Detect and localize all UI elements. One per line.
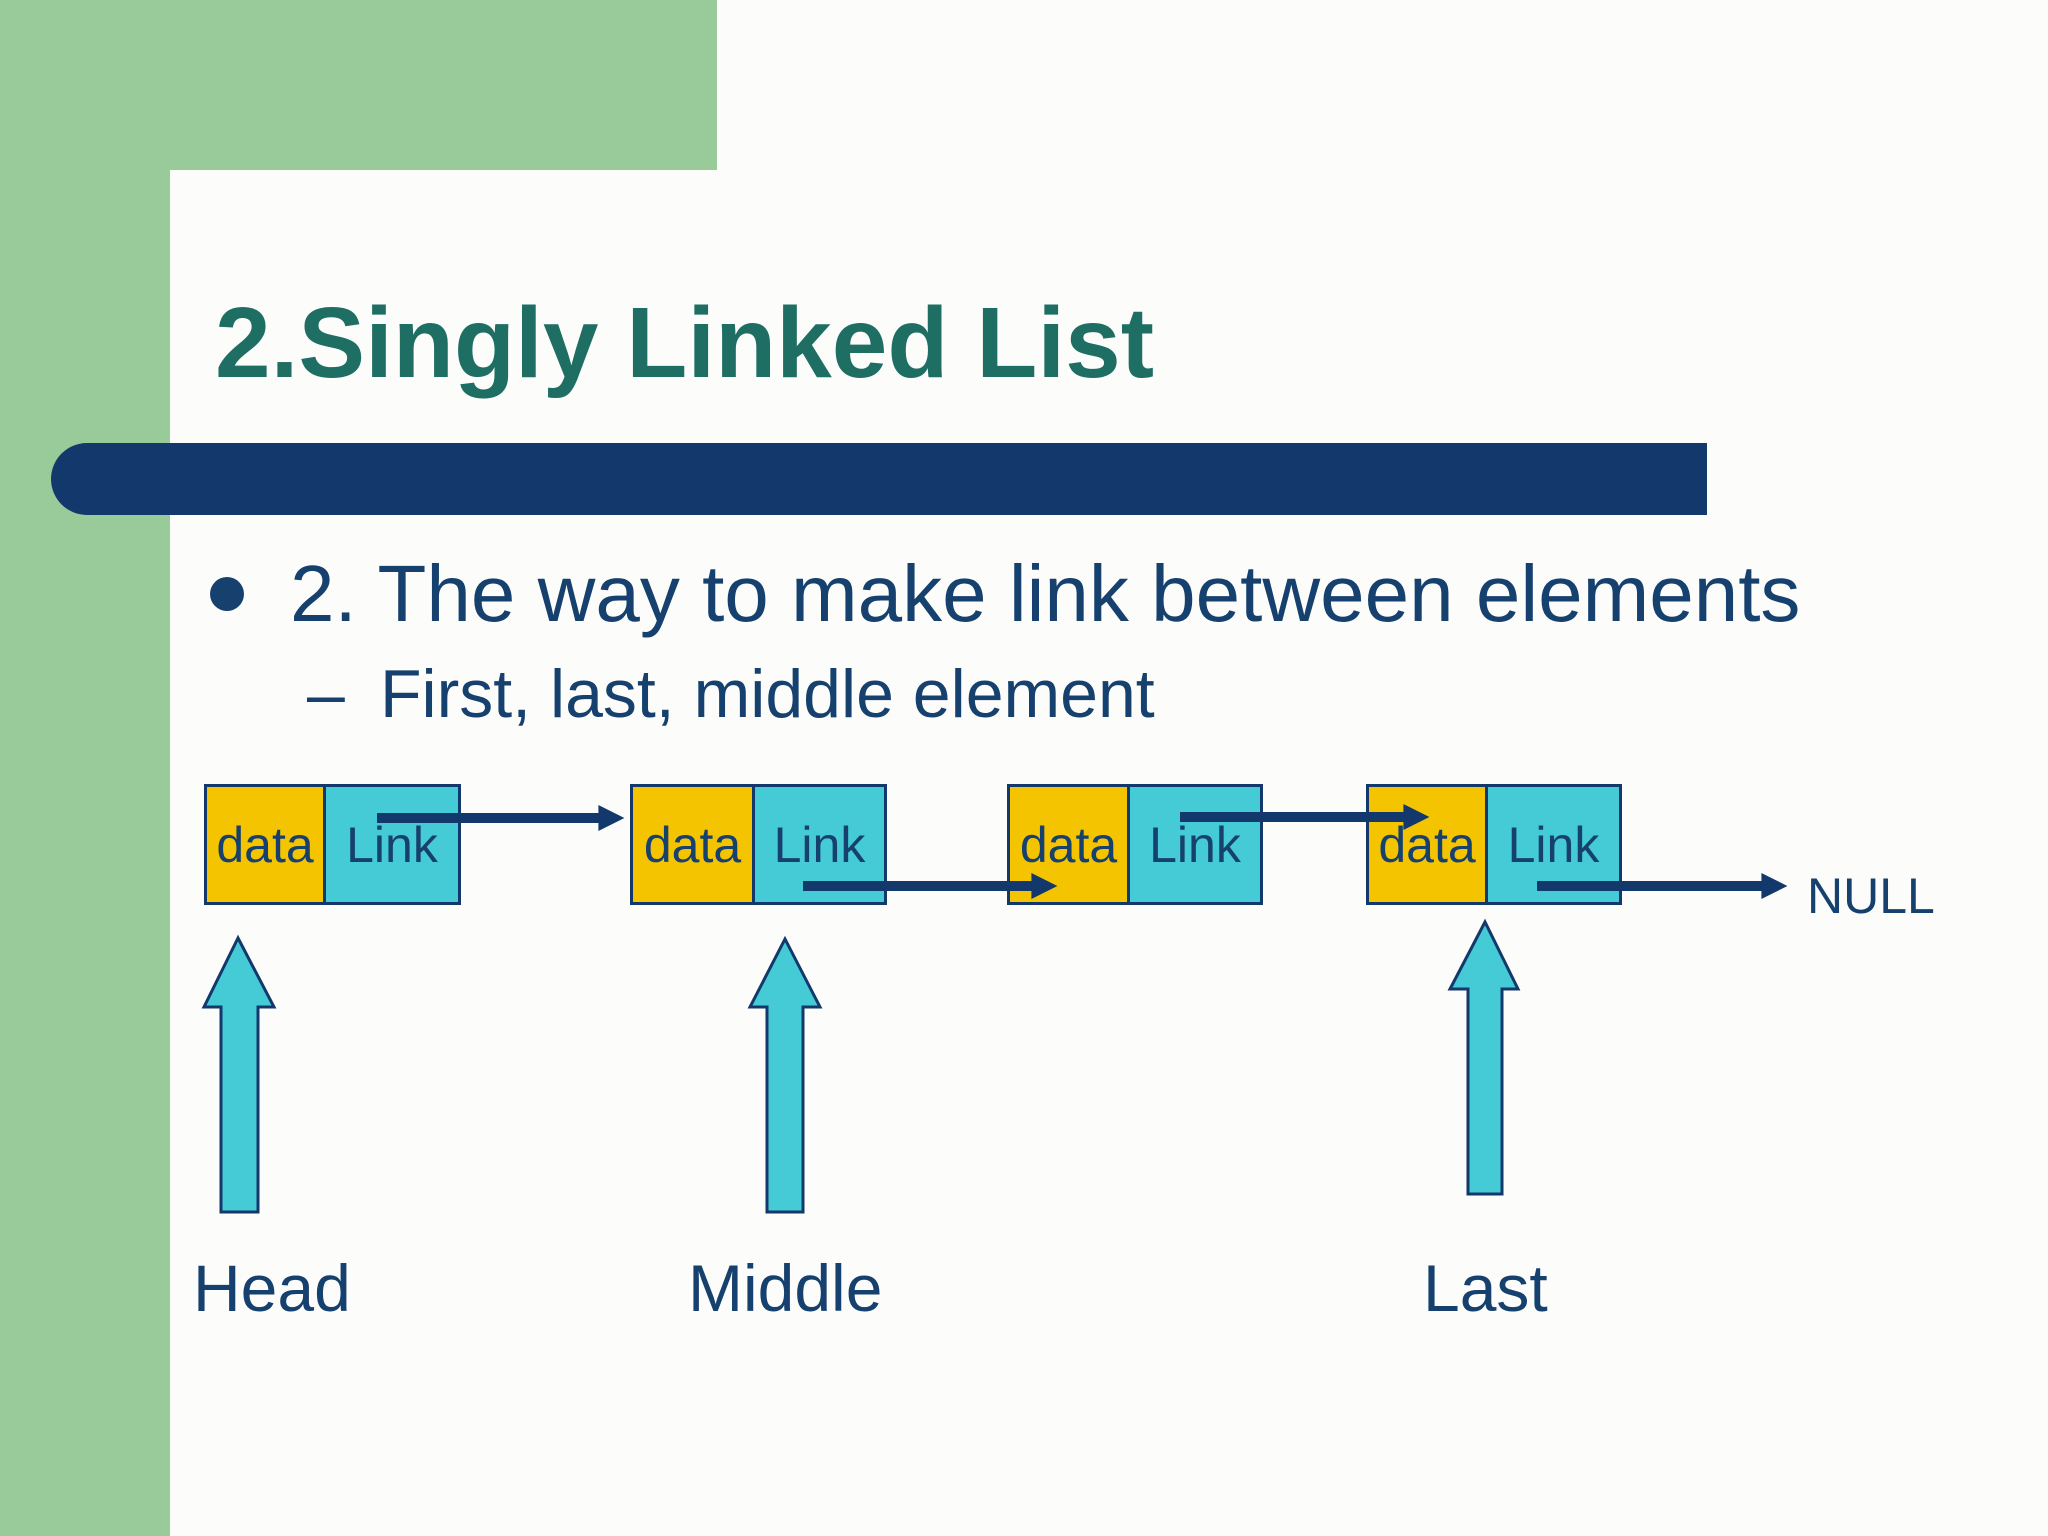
sub-bullet-dash-icon: – xyxy=(307,656,345,732)
node-2-link-cell: Link xyxy=(755,787,884,902)
last-pointer-label: Last xyxy=(1423,1251,1548,1325)
node-3-link-cell: Link xyxy=(1130,787,1260,902)
green-sidebar-band xyxy=(0,0,170,1536)
node-1-link-cell: Link xyxy=(326,787,458,902)
node-4-link-cell: Link xyxy=(1488,787,1619,902)
node-3-data-cell: data xyxy=(1010,787,1130,902)
head-pointer-label: Head xyxy=(193,1251,351,1325)
green-top-band xyxy=(0,0,717,170)
bullet-text: 2. The way to make link between elements xyxy=(290,549,1801,638)
list-node-2: data Link xyxy=(630,784,887,905)
sub-bullet-text: First, last, middle element xyxy=(380,656,1155,732)
list-node-3: data Link xyxy=(1007,784,1263,905)
node-1-data-cell: data xyxy=(207,787,326,902)
list-node-4: data Link xyxy=(1366,784,1622,905)
slide-title: 2.Singly Linked List xyxy=(215,287,1155,399)
title-divider-bar xyxy=(51,443,1707,515)
node-4-data-cell: data xyxy=(1369,787,1488,902)
node-2-data-cell: data xyxy=(633,787,755,902)
null-label: NULL xyxy=(1807,868,1935,924)
list-node-1: data Link xyxy=(204,784,461,905)
middle-pointer-label: Middle xyxy=(688,1251,883,1325)
bullet-dot-icon xyxy=(210,577,244,611)
